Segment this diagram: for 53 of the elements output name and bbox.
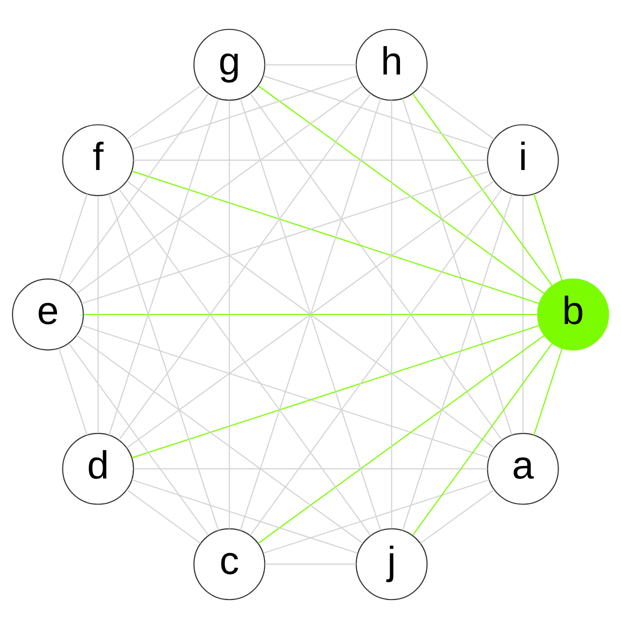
connector [533, 348, 563, 435]
node-circle: c [193, 528, 266, 600]
connector [118, 92, 372, 440]
connector [108, 193, 219, 530]
connector [82, 324, 490, 458]
connector [58, 193, 88, 280]
connector [76, 84, 364, 294]
connector [412, 92, 552, 286]
connector [412, 342, 552, 536]
connector [402, 193, 512, 530]
node-circle: b [537, 278, 610, 350]
node-circle: e [12, 278, 84, 350]
connector [264, 563, 356, 564]
connector [420, 488, 494, 544]
node-circle: i [486, 124, 559, 196]
connector [402, 98, 512, 435]
connector [263, 478, 490, 554]
connector [391, 100, 392, 528]
connector [126, 488, 201, 544]
connector [263, 74, 489, 150]
connector [76, 334, 364, 544]
node-circle: a [486, 432, 559, 504]
connector [250, 92, 502, 440]
node-circle: f [62, 124, 134, 196]
connector [420, 84, 494, 140]
connector [126, 84, 201, 140]
connector [250, 188, 502, 536]
connector [68, 342, 209, 535]
connector [126, 180, 494, 448]
connector [132, 170, 540, 304]
connector [82, 170, 490, 304]
connector [84, 313, 538, 315]
connector [533, 193, 563, 280]
connector [228, 100, 230, 528]
connector [258, 334, 545, 544]
connector [134, 468, 488, 469]
connector [264, 64, 356, 65]
node-circle: j [356, 528, 428, 600]
connector [118, 188, 372, 536]
connector [98, 196, 99, 433]
connector [132, 74, 358, 150]
connector [132, 478, 358, 554]
connector [58, 348, 88, 435]
connector [258, 84, 545, 294]
node-circle: h [356, 28, 428, 100]
connector [240, 98, 382, 530]
connector [108, 98, 219, 435]
node-circle: g [193, 28, 266, 100]
node-circle: d [62, 432, 134, 504]
connector [522, 196, 524, 433]
connector [134, 159, 488, 160]
connector [68, 92, 209, 286]
connector [132, 324, 540, 458]
